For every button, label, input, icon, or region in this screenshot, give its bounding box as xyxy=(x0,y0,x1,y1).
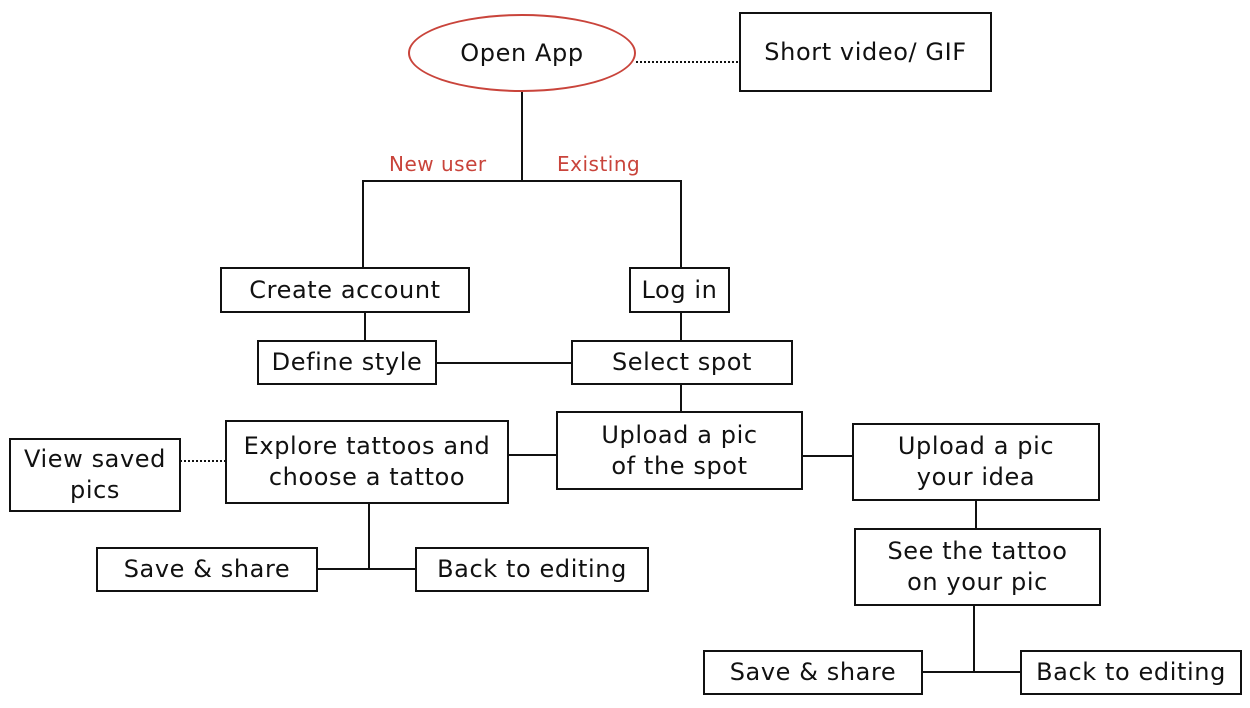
see-tattoo-node: See the tattoo on your pic xyxy=(854,528,1101,606)
save-share-left-node: Save & share xyxy=(96,547,318,592)
back-to-editing-left-node: Back to editing xyxy=(415,547,649,592)
new-user-label: New user xyxy=(389,152,487,176)
view-saved-pics-node: View saved pics xyxy=(9,438,181,512)
explore-tattoos-node: Explore tattoos and choose a tattoo xyxy=(225,420,509,504)
upload-spot-node: Upload a pic of the spot xyxy=(556,411,803,490)
define-style-node: Define style xyxy=(257,340,437,385)
upload-idea-node: Upload a pic your idea xyxy=(852,423,1100,501)
open-app-node: Open App xyxy=(408,14,636,92)
select-spot-node: Select spot xyxy=(571,340,793,385)
save-share-right-node: Save & share xyxy=(703,650,923,695)
back-to-editing-right-node: Back to editing xyxy=(1020,650,1242,695)
existing-label: Existing xyxy=(557,152,641,176)
short-video-gif-node: Short video/ GIF xyxy=(739,12,992,92)
log-in-node: Log in xyxy=(629,267,730,313)
create-account-node: Create account xyxy=(220,267,470,313)
